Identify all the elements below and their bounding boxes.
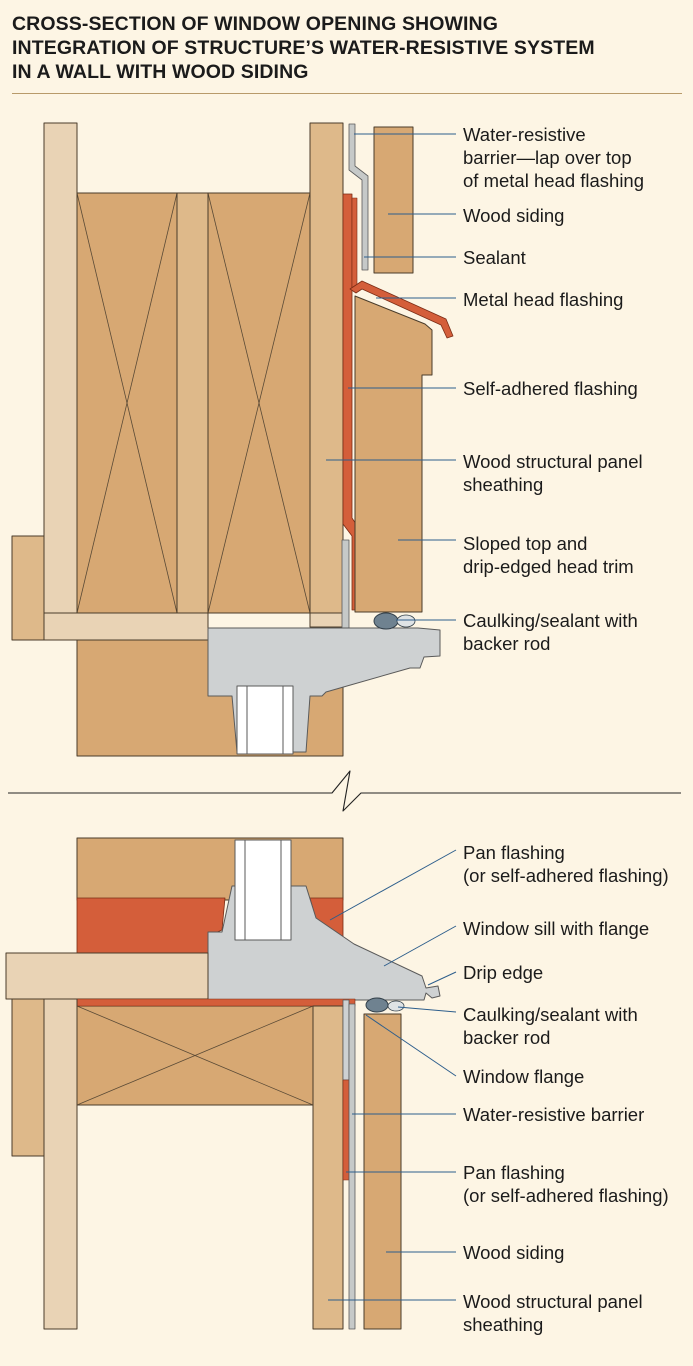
- callout-water-resistive-barrier-head: Water-resistive barrier—lap over top of …: [463, 123, 689, 192]
- backer-rod-head: [373, 612, 399, 630]
- callout-line: drip-edged head trim: [463, 556, 634, 577]
- leader-lines: [326, 133, 457, 1301]
- glass-sill: [234, 839, 292, 941]
- sill-detail: [5, 837, 441, 1330]
- glass-head: [236, 685, 294, 755]
- callout-sheathing-head: Wood structural panel sheathing: [463, 450, 689, 496]
- callout-sheathing-sill: Wood structural panel sheathing: [463, 1290, 689, 1336]
- callout-line: (or self-adhered flashing): [463, 865, 669, 886]
- callout-line: Wood siding: [463, 205, 565, 226]
- callout-line: Caulking/sealant with: [463, 610, 638, 631]
- interior-stool: [5, 952, 209, 1000]
- sheathing-head-lower: [309, 612, 344, 628]
- header-spacer: [176, 192, 209, 614]
- interior-apron: [11, 998, 45, 1157]
- callout-line: Window sill with flange: [463, 918, 650, 939]
- callout-water-resistive-barrier-sill: Water-resistive barrier: [463, 1103, 689, 1126]
- water-resistive-barrier-sill: [348, 1003, 356, 1330]
- title-line: INTEGRATION OF STRUCTURE’S WATER-RESISTI…: [12, 37, 595, 59]
- callout-line: Pan flashing: [463, 842, 565, 863]
- callout-line: Wood structural panel: [463, 1291, 643, 1312]
- callout-line: Wood structural panel: [463, 451, 643, 472]
- diagram-title: CROSS-SECTION OF WINDOW OPENING SHOWING …: [12, 12, 682, 84]
- backer-rod-sill: [365, 997, 389, 1013]
- water-resistive-barrier-head: [348, 123, 369, 271]
- callout-line: Caulking/sealant with: [463, 1004, 638, 1025]
- callout-line: backer rod: [463, 1027, 551, 1048]
- callout-line: (or self-adhered flashing): [463, 1185, 669, 1206]
- callout-window-sill: Window sill with flange: [463, 917, 689, 940]
- callout-drip-edge: Drip edge: [463, 961, 689, 984]
- callout-line: Water-resistive: [463, 124, 586, 145]
- callout-head-trim: Sloped top and drip-edged head trim: [463, 532, 689, 578]
- interior-board-head: [43, 122, 78, 614]
- callout-pan-flashing-top: Pan flashing (or self-adhered flashing): [463, 841, 689, 887]
- title-line: CROSS-SECTION OF WINDOW OPENING SHOWING: [12, 13, 498, 35]
- callout-line: backer rod: [463, 633, 551, 654]
- pan-flashing-lip: [76, 998, 356, 1007]
- callout-line: barrier—lap over top: [463, 147, 632, 168]
- interior-casing-head: [43, 612, 209, 641]
- metal-head-flashing: [349, 280, 454, 339]
- window-flange-strip: [342, 999, 350, 1081]
- callout-pan-flashing-bottom: Pan flashing (or self-adhered flashing): [463, 1161, 689, 1207]
- wood-siding-head: [373, 126, 414, 274]
- title-rule: [12, 93, 682, 94]
- callout-window-flange: Window flange: [463, 1065, 689, 1088]
- callout-metal-head-flashing: Metal head flashing: [463, 288, 689, 311]
- callout-caulking-sill: Caulking/sealant with backer rod: [463, 1003, 689, 1049]
- callout-line: Window flange: [463, 1066, 585, 1087]
- callout-self-adhered-flashing: Self-adhered flashing: [463, 377, 689, 400]
- callout-line: Water-resistive barrier: [463, 1104, 645, 1125]
- callout-line: Drip edge: [463, 962, 544, 983]
- head-detail: [11, 122, 454, 757]
- callout-line: Pan flashing: [463, 1162, 565, 1183]
- head-trim: [354, 295, 433, 613]
- callout-line: sheathing: [463, 1314, 544, 1335]
- callout-line: Wood siding: [463, 1242, 565, 1263]
- callout-line: sheathing: [463, 474, 544, 495]
- callout-wood-siding-head: Wood siding: [463, 204, 689, 227]
- callout-line: Sloped top and: [463, 533, 588, 554]
- callout-wood-siding-sill: Wood siding: [463, 1241, 689, 1264]
- callout-line: Metal head flashing: [463, 289, 624, 310]
- sheathing-head: [309, 122, 344, 614]
- pan-flashing-strip: [342, 1079, 350, 1181]
- callout-line: of metal head flashing: [463, 170, 645, 191]
- title-line: IN A WALL WITH WOOD SIDING: [12, 61, 309, 83]
- interior-board-sill: [43, 998, 78, 1330]
- callout-line: Sealant: [463, 247, 526, 268]
- flashing-strip-head: [351, 197, 358, 289]
- break-line: [8, 770, 681, 812]
- callout-sealant: Sealant: [463, 246, 689, 269]
- barrier-strip-head: [341, 539, 350, 631]
- sheathing-sill: [312, 1005, 344, 1330]
- callout-line: Self-adhered flashing: [463, 378, 638, 399]
- callout-caulking-head: Caulking/sealant with backer rod: [463, 609, 689, 655]
- interior-trim-head: [11, 535, 45, 641]
